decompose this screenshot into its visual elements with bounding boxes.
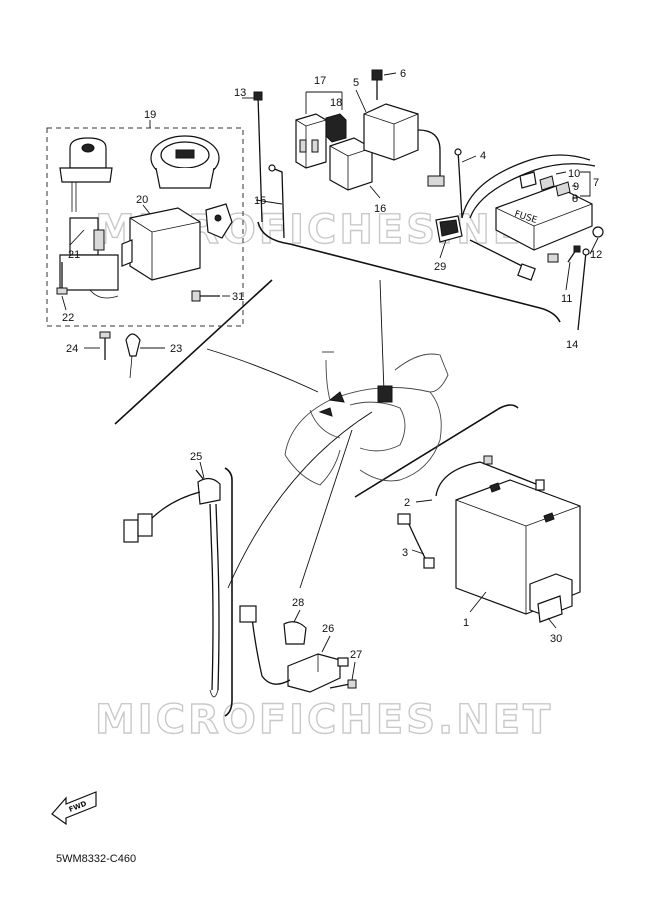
bolt-part-24 (99, 331, 111, 360)
callout-13: 13 (234, 87, 246, 99)
callout-6: 6 (400, 68, 406, 80)
watermark-bottom: MICROFICHES.NET (95, 697, 553, 743)
fwd-arrow-icon: FWD (51, 791, 97, 826)
callout-31: 31 (232, 291, 244, 303)
fuel-cap-lock-assy (150, 135, 220, 189)
main-switch-part-21 (59, 137, 119, 299)
cable-tie-part-11 (567, 245, 581, 263)
sensor-part-28 (283, 621, 307, 645)
callout-28: 28 (292, 597, 304, 609)
clamp-part-15 (268, 164, 285, 239)
sensor-part-26 (239, 605, 349, 693)
fuses-parts-8-9-10 (519, 171, 571, 197)
callout-1: 1 (463, 617, 469, 629)
callout-12: 12 (590, 249, 602, 261)
callout-leaders (61, 89, 599, 681)
bolt-part-6 (371, 69, 397, 100)
callout-27: 27 (350, 649, 362, 661)
callout-21: 21 (68, 249, 80, 261)
battery-lead-part-3 (397, 513, 435, 569)
callout-25: 25 (190, 451, 202, 463)
bolt-part-22 (56, 262, 68, 295)
ecu-part-20 (121, 207, 201, 281)
callout-23: 23 (170, 343, 182, 355)
callout-29: 29 (434, 261, 446, 273)
relay-part-16 (329, 137, 373, 191)
callout-10: 10 (568, 168, 580, 180)
callout-9: 9 (573, 181, 579, 193)
callout-2: 2 (404, 497, 410, 509)
relay-part-30 (529, 573, 573, 623)
callout-24: 24 (66, 343, 78, 355)
callout-20: 20 (136, 194, 148, 206)
bracket-near-ecu (205, 203, 233, 239)
key-part-23 (125, 333, 165, 379)
callout-8: 8 (572, 193, 578, 205)
callout-26: 26 (322, 623, 334, 635)
cable-tie-part-14 (577, 248, 590, 331)
callout-30: 30 (550, 633, 562, 645)
starter-relay-part-5 (363, 103, 445, 187)
sidestand-switch-part-25 (123, 469, 221, 698)
callout-7: 7 (593, 177, 599, 189)
callout-16: 16 (374, 203, 386, 215)
group-box-19 (46, 127, 244, 327)
relay-part-17 (295, 113, 327, 169)
relay-part-18 (325, 113, 347, 143)
diagram-code: 5WM8332-C460 (56, 853, 136, 865)
callout-22: 22 (62, 312, 74, 324)
callout-3: 3 (402, 547, 408, 559)
battery-lead-part-2 (435, 455, 545, 497)
callout-14: 14 (566, 339, 578, 351)
callout-18: 18 (330, 97, 342, 109)
callout-17: 17 (314, 75, 326, 87)
cable-tie-part-4 (454, 148, 477, 219)
motorcycle-outline (284, 351, 449, 486)
callout-11: 11 (561, 293, 572, 305)
callout-5: 5 (353, 77, 359, 89)
cap-part-12 (592, 226, 604, 238)
screw-part-31 (191, 290, 230, 302)
callout-15: 15 (254, 195, 266, 207)
callout-19: 19 (144, 109, 156, 121)
callout-4: 4 (480, 150, 486, 162)
section-guides (114, 221, 561, 717)
connector-part-29 (435, 215, 463, 243)
callout-numbers: 1 2 3 4 5 6 7 8 9 10 11 12 13 14 15 16 1… (62, 68, 602, 661)
